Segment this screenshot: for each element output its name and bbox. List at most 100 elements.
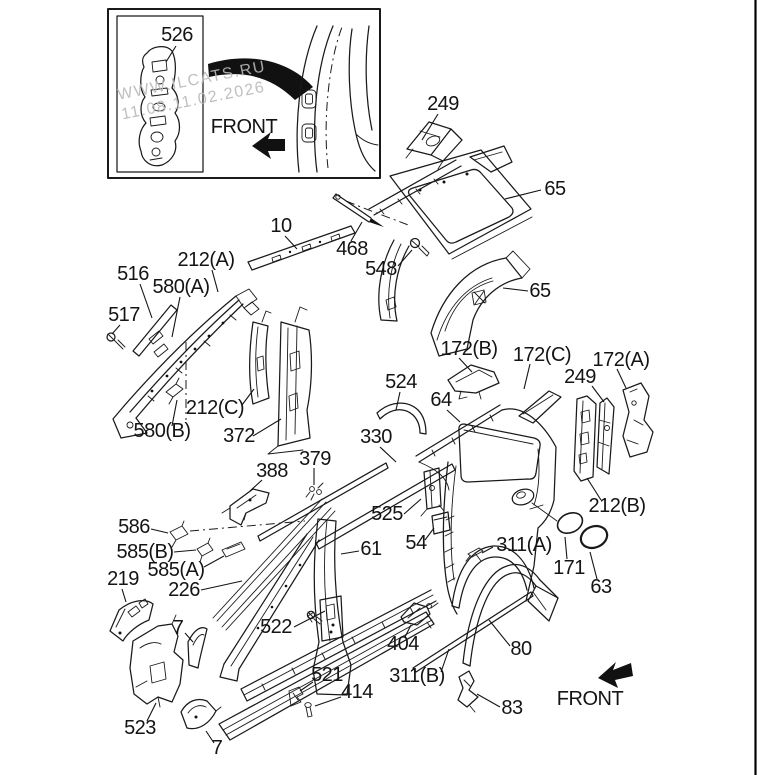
callout-172C: 172(C) xyxy=(513,344,571,366)
leader-line-585B xyxy=(173,549,197,553)
leader-line-10 xyxy=(284,235,298,250)
callout-580B: 580(B) xyxy=(133,420,190,442)
callout-523: 523 xyxy=(124,717,156,739)
part-526-striker xyxy=(138,46,181,167)
callout-65-top: 65 xyxy=(544,178,566,200)
part-64-quarter-panel xyxy=(415,404,558,615)
front-arrow-icon xyxy=(598,662,633,688)
callout-526: 526 xyxy=(161,24,193,46)
callout-414: 414 xyxy=(341,681,373,703)
inset-pillar-sketch xyxy=(296,25,379,173)
inset-box xyxy=(107,8,381,179)
part-7-bracket-lower xyxy=(180,698,222,730)
leader-line-172A xyxy=(616,368,627,389)
callout-10: 10 xyxy=(270,215,292,237)
part-226-weatherstrip xyxy=(212,498,336,631)
part-404-bracket xyxy=(400,602,439,629)
callout-585B: 585(B) xyxy=(116,541,173,563)
callout-layer: 526FRONT249651046854865516580(A)212(A)51… xyxy=(107,24,650,759)
callout-226: 226 xyxy=(168,579,200,601)
callout-249-top: 249 xyxy=(427,93,459,115)
callout-212B: 212(B) xyxy=(588,495,645,517)
part-585a-clip xyxy=(221,541,246,558)
leader-line-414 xyxy=(314,696,342,707)
part-219-bracket xyxy=(109,598,154,642)
callout-580A: 580(A) xyxy=(152,276,209,298)
leader-line-7-lower xyxy=(205,730,215,744)
leader-line-54 xyxy=(424,527,435,541)
callout-517: 517 xyxy=(108,304,140,326)
callout-586: 586 xyxy=(118,516,150,538)
callout-212A: 212(A) xyxy=(177,249,234,271)
callout-330: 330 xyxy=(360,426,392,448)
callout-7-lower: 7 xyxy=(212,737,223,759)
callout-522: 522 xyxy=(260,616,292,638)
callout-388: 388 xyxy=(256,460,288,482)
part-548-screw xyxy=(409,237,430,257)
leader-line-226 xyxy=(200,580,243,591)
part-7-gusset-upper xyxy=(187,627,208,669)
part-83-bracket xyxy=(457,670,479,713)
callout-219: 219 xyxy=(107,568,139,590)
part-516-strip xyxy=(132,304,178,357)
callout-front-inset: FRONT xyxy=(211,116,278,138)
leader-line-585A xyxy=(203,555,225,568)
callout-249-side: 249 xyxy=(564,366,596,388)
part-172b-bracket xyxy=(447,364,500,400)
callout-64: 64 xyxy=(430,389,452,411)
leader-line-63 xyxy=(589,551,598,580)
leader-line-516 xyxy=(139,283,153,319)
part-468-rod xyxy=(332,193,384,227)
leader-line-219 xyxy=(121,588,127,603)
leader-line-525 xyxy=(403,498,422,515)
part-249-side-strip xyxy=(596,397,615,475)
leader-line-171 xyxy=(564,536,568,560)
part-372-panel xyxy=(267,306,313,455)
leader-line-468 xyxy=(350,221,363,242)
leader-line-372 xyxy=(252,418,282,437)
leader-line-249-side xyxy=(591,385,605,403)
part-172a-bracket xyxy=(622,382,654,458)
leader-line-523 xyxy=(146,702,157,722)
dash-clip-line xyxy=(189,520,306,532)
part-517-screw xyxy=(106,332,126,350)
leader-line-172C xyxy=(523,363,531,390)
callout-525: 525 xyxy=(371,503,403,525)
leader-line-548 xyxy=(397,249,413,267)
part-212a-apillar-rail xyxy=(112,288,260,439)
part-212c-panel xyxy=(249,310,272,405)
callout-212C: 212(C) xyxy=(186,397,244,419)
callout-379: 379 xyxy=(299,448,331,470)
part-172c-strip xyxy=(518,390,562,424)
dash-connector xyxy=(345,200,412,227)
part-80-wheel-arch-molding xyxy=(462,563,559,667)
leader-line-580B xyxy=(171,399,178,427)
callout-521: 521 xyxy=(311,664,343,686)
callout-468: 468 xyxy=(336,238,368,260)
part-379-clip xyxy=(305,482,324,501)
callout-171: 171 xyxy=(553,557,585,579)
leader-line-311A xyxy=(481,546,494,554)
callout-311B: 311(B) xyxy=(389,665,445,687)
callout-516: 516 xyxy=(117,263,149,285)
part-414-pin xyxy=(304,702,313,718)
leader-line-64 xyxy=(446,409,461,423)
part-212b-strip xyxy=(573,395,597,482)
part-171-seal-ring xyxy=(556,511,584,535)
part-521-clip xyxy=(288,686,304,707)
part-311a-clip xyxy=(465,547,484,562)
leader-line-65-lower xyxy=(502,287,529,292)
leader-line-524 xyxy=(395,391,401,411)
part-523-cowl-panel xyxy=(129,614,184,708)
leader-line-172B xyxy=(458,357,473,373)
callout-7-upper: 7 xyxy=(173,617,184,639)
inset-pointer-swoosh xyxy=(208,58,313,100)
leader-line-65-top xyxy=(504,189,542,200)
leader-line-517 xyxy=(111,324,121,335)
leader-line-61 xyxy=(340,550,360,555)
leader-line-404 xyxy=(404,624,412,638)
part-388-bracket xyxy=(221,488,270,526)
part-65-wheelhouse-front xyxy=(430,250,531,357)
part-586-clip xyxy=(169,520,189,548)
leader-line-7-upper xyxy=(184,632,194,643)
